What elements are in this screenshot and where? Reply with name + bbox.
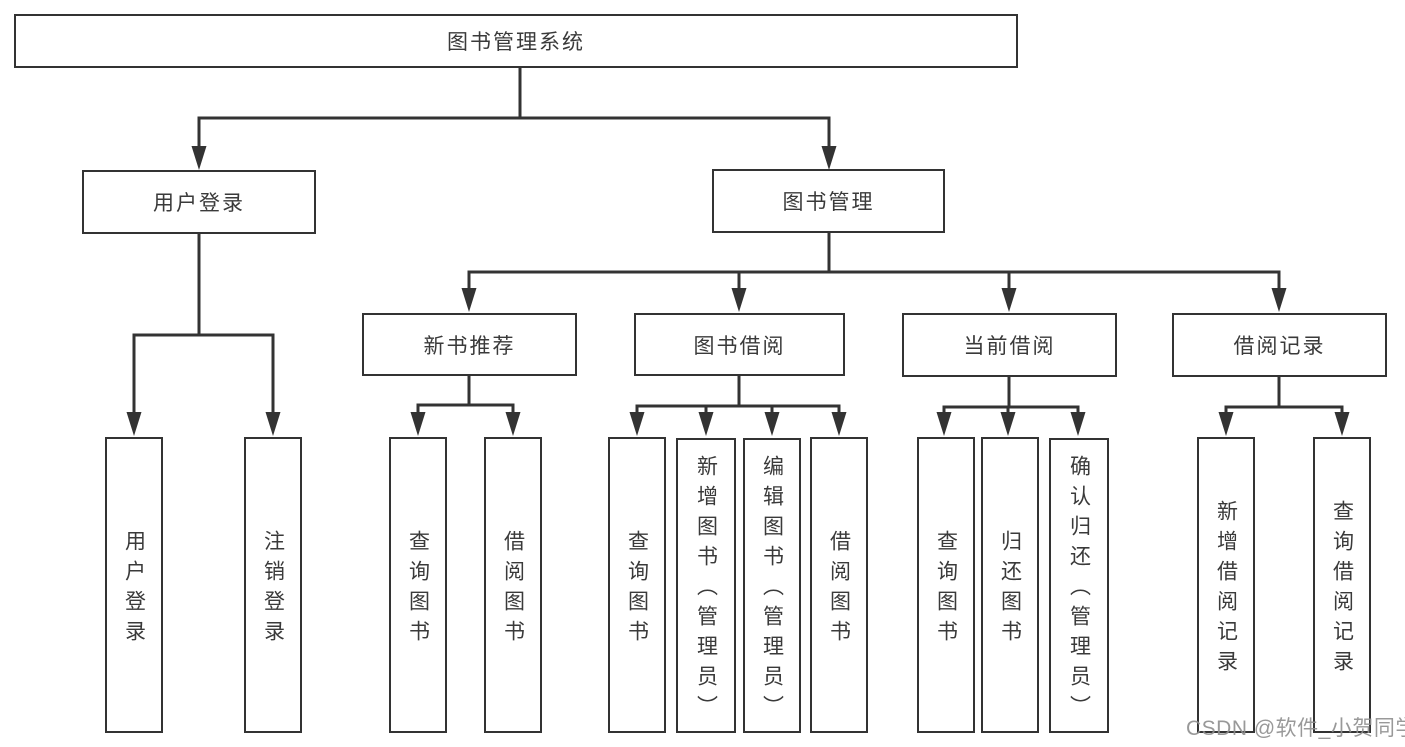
- node-borrowing-records: 借阅记录: [1172, 313, 1387, 377]
- leaf-recommend-borrow-books: 借阅图书: [484, 437, 542, 733]
- leaf-borrow-edit-books-admin: 编辑图书（管理员）: [743, 438, 801, 733]
- node-root: 图书管理系统: [14, 14, 1018, 68]
- node-new-book-recommendation: 新书推荐: [362, 313, 577, 376]
- leaf-borrow-borrow-books: 借阅图书: [810, 437, 868, 733]
- node-book-borrowing: 图书借阅: [634, 313, 845, 376]
- arrow-down-icon: [831, 412, 847, 436]
- connector-lines: [132, 66, 1344, 415]
- arrow-down-icon: [764, 412, 780, 436]
- arrowheads: [126, 146, 1350, 436]
- watermark-text: CSDN @软件_小贺同学: [1186, 717, 1405, 740]
- arrow-down-icon: [1070, 412, 1086, 436]
- arrow-down-icon: [461, 288, 477, 312]
- arrow-down-icon: [265, 412, 281, 436]
- arrow-down-icon: [191, 146, 207, 170]
- leaf-current-confirm-return-admin: 确认归还（管理员）: [1049, 438, 1109, 733]
- arrow-down-icon: [936, 412, 952, 436]
- leaf-current-return-books: 归还图书: [981, 437, 1039, 733]
- leaf-user-login: 用户登录: [105, 437, 163, 733]
- arrow-down-icon: [126, 412, 142, 436]
- leaf-current-query-books: 查询图书: [917, 437, 975, 733]
- arrow-down-icon: [1218, 412, 1234, 436]
- arrow-down-icon: [731, 288, 747, 312]
- arrow-down-icon: [505, 412, 521, 436]
- node-book-management: 图书管理: [712, 169, 945, 233]
- arrow-down-icon: [1334, 412, 1350, 436]
- arrow-down-icon: [1271, 288, 1287, 312]
- arrow-down-icon: [410, 412, 426, 436]
- arrow-down-icon: [698, 412, 714, 436]
- arrow-down-icon: [629, 412, 645, 436]
- arrow-down-icon: [1000, 412, 1016, 436]
- node-user-login: 用户登录: [82, 170, 316, 234]
- node-current-borrowing: 当前借阅: [902, 313, 1117, 377]
- leaf-borrow-query-books: 查询图书: [608, 437, 666, 733]
- leaf-records-add-record: 新增借阅记录: [1197, 437, 1255, 733]
- leaf-records-query-record: 查询借阅记录: [1313, 437, 1371, 733]
- arrow-down-icon: [821, 146, 837, 170]
- leaf-borrow-add-books-admin: 新增图书（管理员）: [676, 438, 736, 733]
- arrow-down-icon: [1001, 288, 1017, 312]
- leaf-recommend-query-books: 查询图书: [389, 437, 447, 733]
- leaf-logout: 注销登录: [244, 437, 302, 733]
